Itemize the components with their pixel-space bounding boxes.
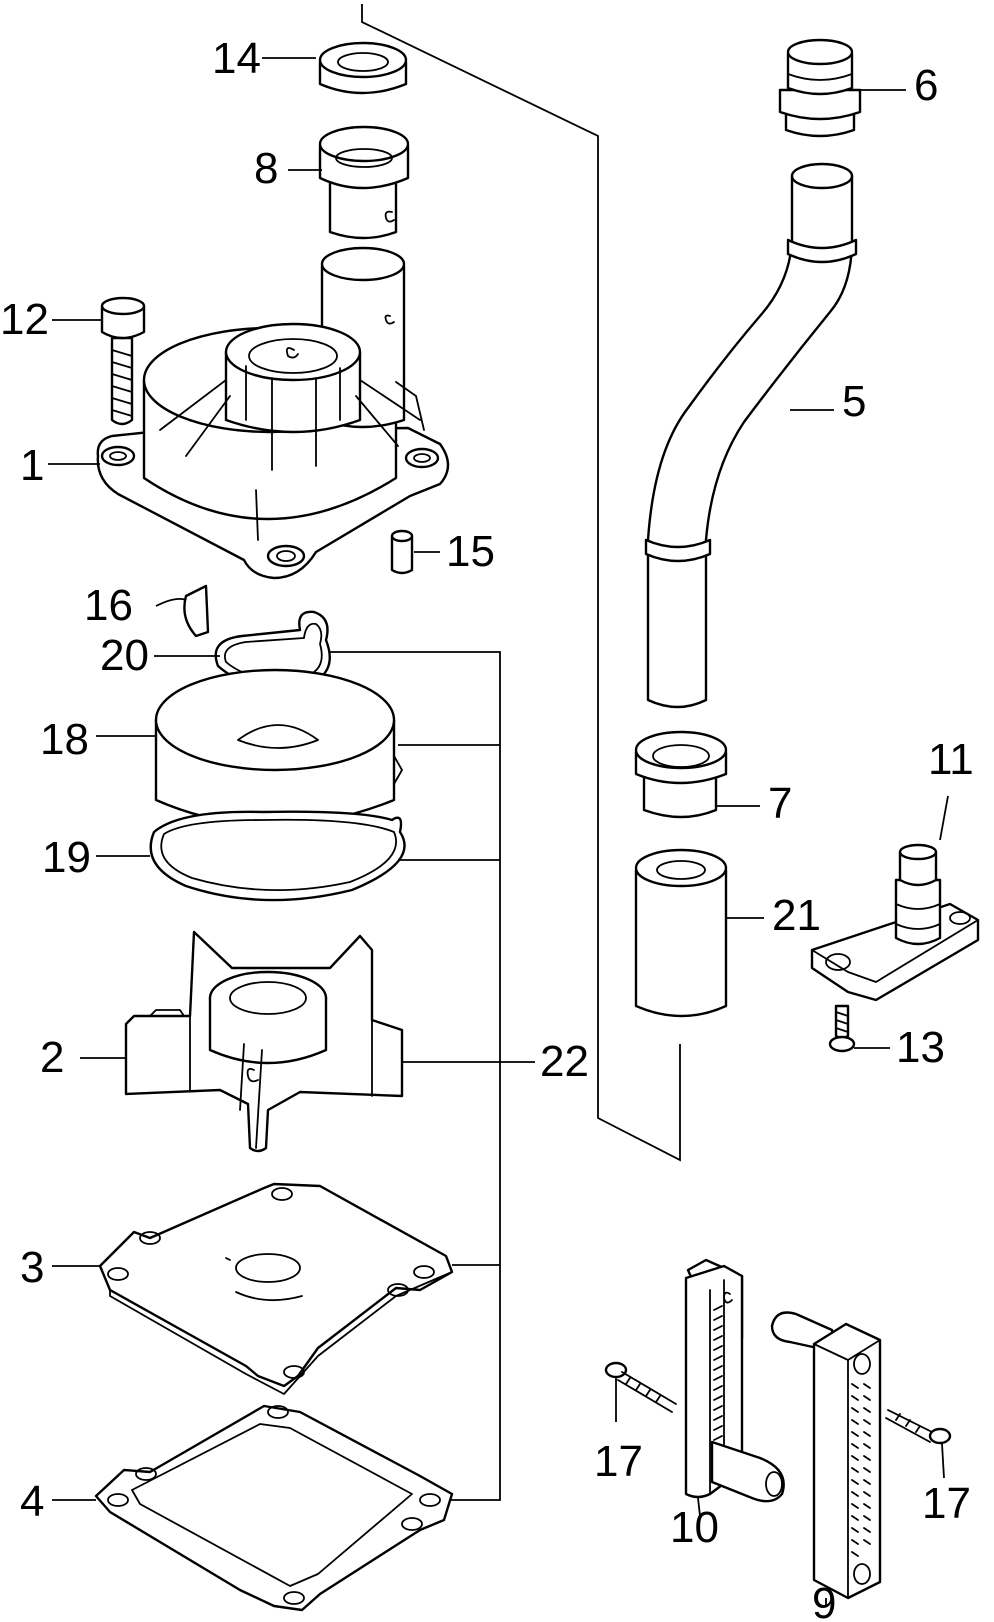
part-2-impeller	[124, 930, 404, 1153]
callout-22: 22	[540, 1037, 589, 1086]
callout-10: 10	[670, 1503, 719, 1552]
part-7-bushing	[634, 730, 728, 819]
part-12-bolt	[100, 296, 146, 426]
callout-9: 9	[812, 1579, 836, 1622]
callout-7: 7	[768, 779, 792, 828]
callout-4: 4	[20, 1477, 44, 1526]
callout-1: 1	[20, 441, 44, 490]
callout-leaders	[48, 57, 949, 1606]
callout-16: 16	[84, 581, 133, 630]
callout-6: 6	[914, 61, 938, 110]
part-14-seal	[318, 41, 408, 95]
callout-17-right: 17	[922, 1479, 971, 1528]
part-11-plate-nipple	[810, 843, 980, 1002]
part-1-pump-housing	[96, 246, 450, 580]
callout-18: 18	[40, 715, 89, 764]
callout-11: 11	[928, 735, 974, 784]
part-3-wear-plate	[98, 1182, 454, 1395]
callout-14: 14	[212, 34, 261, 83]
callout-5: 5	[842, 377, 866, 426]
part-13-screw	[828, 1004, 856, 1053]
callout-2: 2	[40, 1033, 64, 1082]
part-21-sleeve	[634, 848, 728, 1018]
part-17-screw-left	[604, 1361, 677, 1413]
part-9-bracket	[770, 1311, 882, 1600]
callout-20: 20	[100, 631, 149, 680]
callout-13: 13	[896, 1023, 945, 1072]
callout-17-left: 17	[594, 1437, 643, 1486]
part-18-insert-cartridge	[154, 668, 403, 827]
callout-21: 21	[772, 891, 821, 940]
part-15-dowel-pin	[390, 529, 414, 575]
part-19-gasket-ring	[149, 810, 406, 902]
part-17-screw-right	[885, 1409, 952, 1445]
part-6-grommet	[778, 38, 862, 138]
callout-8: 8	[254, 144, 278, 193]
callout-15: 15	[446, 527, 495, 576]
part-8-bushing	[318, 125, 410, 240]
kit-bracket-lines	[326, 4, 681, 1501]
callout-12: 12	[0, 295, 49, 344]
part-5-water-tube	[644, 162, 858, 709]
part-10-bracket	[684, 1258, 785, 1503]
part-16-key	[183, 584, 210, 638]
part-4-gasket	[94, 1404, 454, 1612]
callout-19: 19	[42, 833, 91, 882]
callout-labels: 14 8 12 1 15 16 20 18 19 2 22 3 4 6 5 7 …	[0, 34, 974, 1622]
callout-3: 3	[20, 1243, 44, 1292]
